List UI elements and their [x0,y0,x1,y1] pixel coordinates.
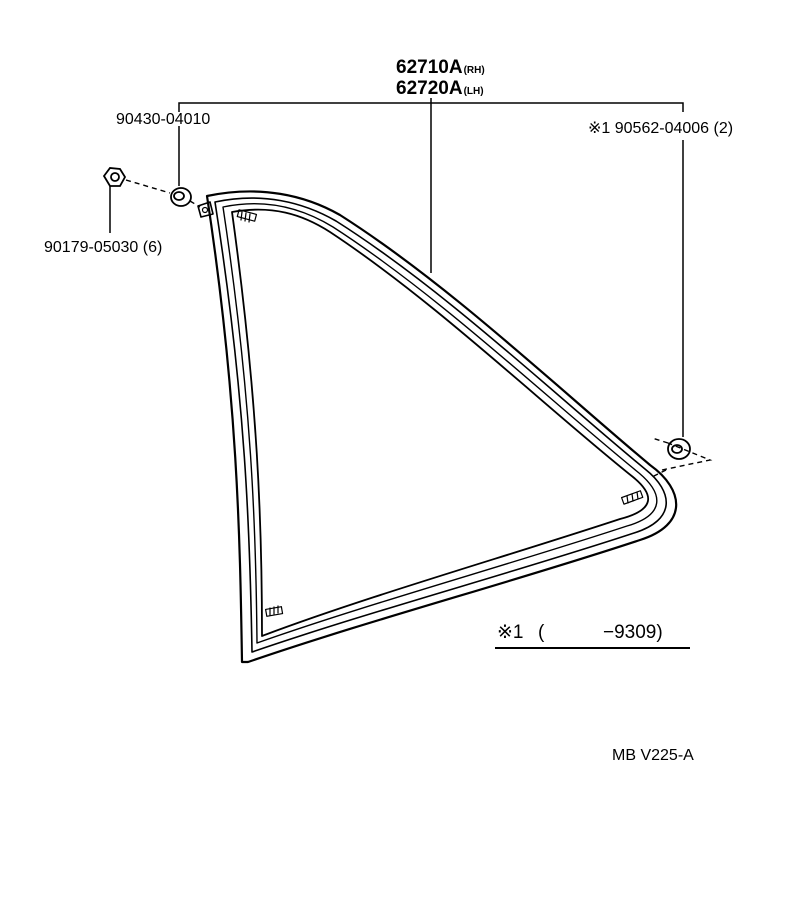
window-outer-edge [205,190,678,664]
note-value: −9309) [603,622,663,643]
applicability-note: ※1 ( −9309) [495,622,690,649]
nut-icon [102,167,127,187]
leader-lines [109,98,684,437]
retainer-part-label: 90430-04010 [116,111,210,128]
window-molding-line-3 [222,202,658,644]
clip-part-label: ※1 90562-04006 (2) [588,120,733,137]
glass-inner-edge [231,208,650,637]
part-number-rh: 62710A(RH) [396,57,485,78]
hinge-bracket [197,201,214,218]
stud-right [620,490,644,505]
dashed-assembly-lines [125,179,713,479]
quarter-window-glass [197,190,678,664]
note-prefix: ※1 [497,622,524,643]
retainer-icon [170,187,192,207]
part-number-lh: 62720A(LH) [396,78,484,99]
figure-code: MB V225-A [612,747,694,764]
clip-icon [667,438,691,460]
nut-part-label: 90179-05030 (6) [44,239,162,256]
note-open-paren: ( [538,622,545,643]
stud-lower [265,605,284,617]
window-molding-line-2 [214,197,668,653]
stud-upper [236,209,258,223]
